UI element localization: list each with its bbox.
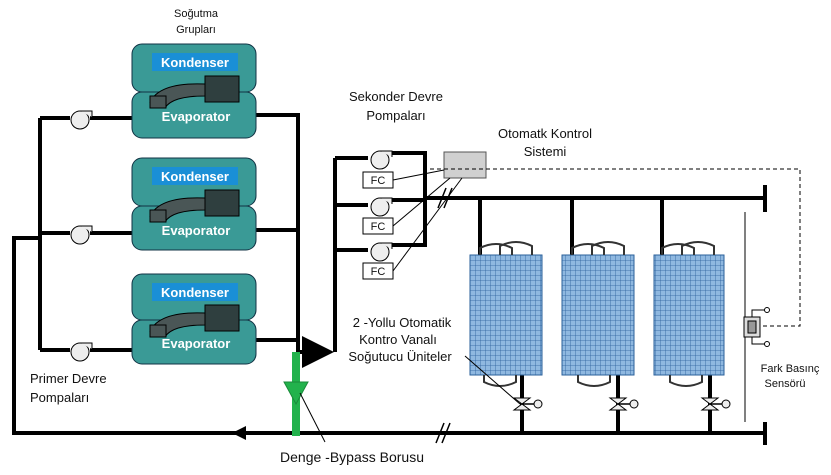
condenser-label: Kondenser	[161, 55, 229, 70]
bypass-pipe-label: Denge -Bypass Borusu	[280, 449, 424, 465]
control-system-label: Sistemi	[524, 144, 567, 159]
evaporator-label: Evaporator	[162, 336, 231, 351]
condenser-label: Kondenser	[161, 169, 229, 184]
primary-pumps-label: Primer Devre	[30, 371, 107, 386]
secondary-pumps-label: Sekonder Devre	[349, 89, 443, 104]
pressure-sensor-label: Fark Basınç	[761, 363, 820, 375]
valve-units-label: Soğutucu Üniteler	[348, 349, 452, 364]
chiller-unit-3: Kondenser Evaporator	[131, 273, 257, 365]
cooling-unit-3	[653, 241, 725, 387]
cooling-unit-1	[469, 241, 543, 387]
valve-units-label: 2 -Yollu Otomatik	[353, 315, 452, 330]
compressor-icon	[149, 75, 240, 109]
secondary-pump-icon	[370, 150, 393, 262]
control-system-label: Otomatk Kontrol	[498, 126, 592, 141]
control-system	[392, 151, 801, 327]
fc-label: FC	[371, 266, 386, 278]
pressure-sensor-label: Sensörü	[765, 378, 806, 390]
valve-units-label: Kontro Vanalı	[359, 332, 437, 347]
cooling-groups-label: Grupları	[176, 24, 216, 36]
fc-label: FC	[371, 221, 386, 233]
fc-label: FC	[371, 175, 386, 187]
primary-pump-icon	[70, 110, 93, 362]
primary-pumps-label: Pompaları	[30, 390, 89, 405]
secondary-pumps-label: Pompaları	[366, 108, 425, 123]
frequency-converters: FC FC FC	[362, 171, 394, 280]
cooling-groups-label: Soğutma	[174, 8, 219, 20]
chiller-unit-1: Kondenser Evaporator	[131, 43, 257, 139]
compressor-icon	[149, 189, 240, 223]
compressor-icon	[149, 304, 240, 338]
valve-icon	[512, 397, 731, 411]
bypass-pipe	[283, 352, 309, 436]
condenser-label: Kondenser	[161, 285, 229, 300]
evaporator-label: Evaporator	[162, 223, 231, 238]
cooling-unit-2	[561, 241, 635, 387]
chiller-unit-2: Kondenser Evaporator	[131, 157, 257, 251]
evaporator-label: Evaporator	[162, 109, 231, 124]
pressure-sensor-icon	[743, 307, 770, 347]
